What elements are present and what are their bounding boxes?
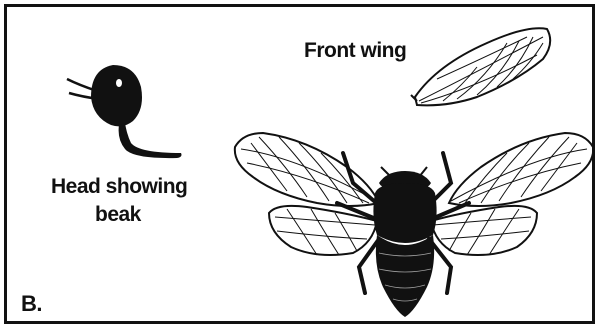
illustration [7,7,597,329]
cicada-drawing [235,133,593,317]
head-label-line2: beak [95,203,141,227]
figure-frame: Front wing Head showing beak B. [4,4,595,324]
panel-label: B. [21,291,42,317]
front-wing-drawing [411,28,550,105]
head-with-beak-drawing [67,65,182,158]
head-label-line1: Head showing [51,175,187,199]
front-wing-label: Front wing [304,39,406,63]
